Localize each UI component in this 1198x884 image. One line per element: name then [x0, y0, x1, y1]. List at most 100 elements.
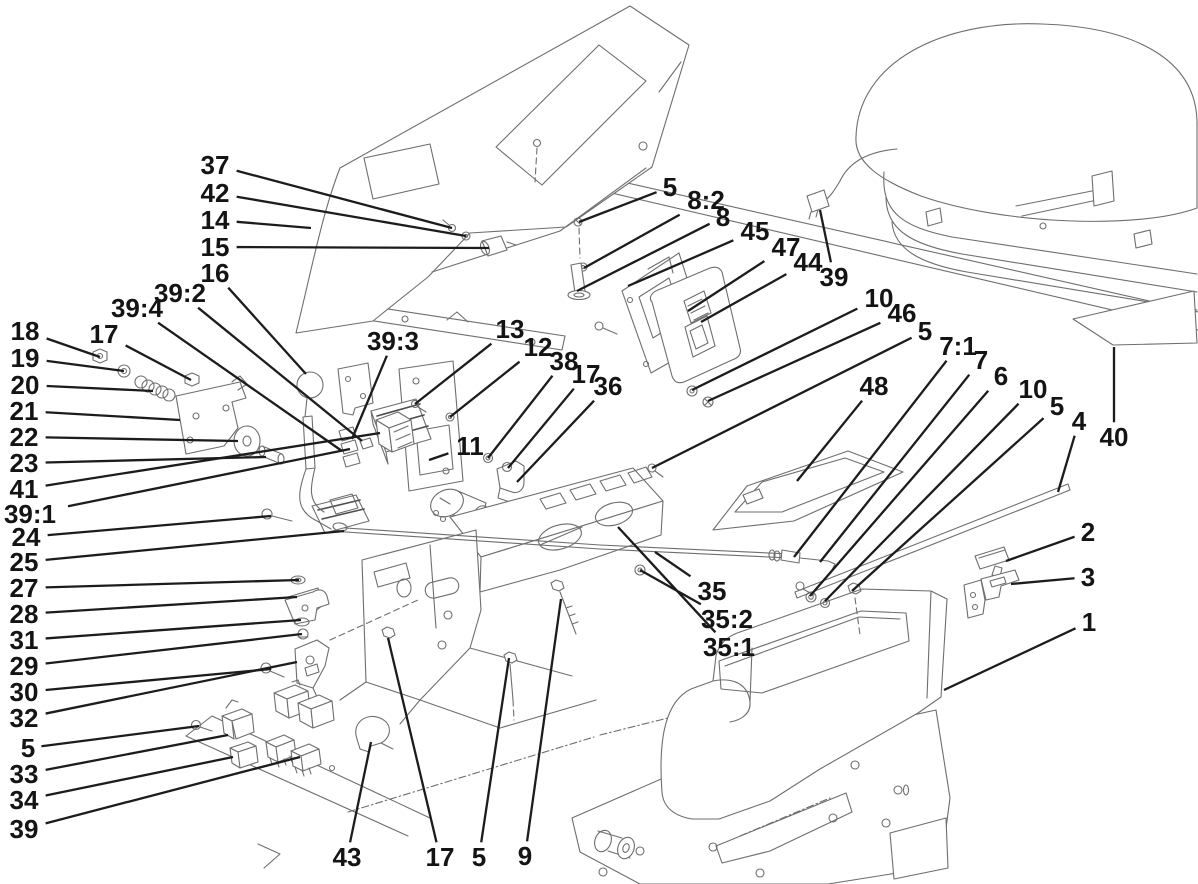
- callout-label-32-23: 32: [10, 703, 39, 733]
- callout-label-34-26: 34: [10, 785, 39, 815]
- leader-line-31-20: [45, 618, 302, 640]
- leader-line-36-33: [516, 399, 595, 483]
- callout-label-17-60: 17: [426, 842, 455, 872]
- callout-label-39-27: 39: [10, 814, 39, 844]
- leader-line-27-18: [45, 578, 300, 589]
- dash-top-panel: [449, 463, 664, 593]
- callout-label-41-14: 41: [10, 474, 39, 504]
- callout-label-11-34: 11: [456, 431, 484, 461]
- seat-harness-plug: [806, 189, 830, 213]
- leader-line-35-53: [654, 551, 692, 578]
- exploded-view-artwork: [92, 5, 1198, 884]
- callout-label-39-1-15: 39:1: [4, 499, 56, 529]
- callout-label-25-17: 25: [10, 547, 39, 577]
- console-body: [660, 588, 948, 820]
- leader-line-8-37: [576, 222, 711, 293]
- decal-panel: [1072, 290, 1198, 346]
- callout-label-45-38: 45: [741, 216, 770, 246]
- callout-label-39-41: 39: [820, 262, 849, 292]
- harness-bracket: [337, 362, 374, 416]
- callout-label-17-32: 17: [572, 359, 601, 389]
- leader-line-34-26: [45, 755, 234, 797]
- latch-bracket-group: [963, 546, 1020, 619]
- knob-15: [481, 235, 508, 257]
- leader-line-22-12: [45, 436, 239, 443]
- callout-label-5-24: 5: [21, 733, 35, 763]
- callout-label-12-30: 12: [524, 332, 553, 362]
- leader-line-23-13: [45, 455, 267, 464]
- leader-line-39-2-8: [197, 306, 363, 442]
- callout-label-42-1: 42: [201, 178, 230, 208]
- callout-label-7-1-45: 7:1: [939, 331, 977, 361]
- leader-line-1-58: [943, 627, 1077, 692]
- leader-line-11-34: [428, 452, 449, 462]
- callout-label-23-13: 23: [10, 448, 39, 478]
- leader-line-16-4: [227, 286, 307, 375]
- callout-label-10-48: 10: [1019, 374, 1048, 404]
- callout-label-46-43: 46: [888, 298, 917, 328]
- cable-clamp: [355, 715, 394, 753]
- callout-label-48-52: 48: [860, 371, 889, 401]
- callout-label-35-1-55: 35:1: [703, 632, 755, 662]
- leader-line-5-49: [851, 417, 1045, 592]
- leader-line-43-59: [348, 741, 373, 843]
- switch-plate-group: [337, 360, 464, 492]
- callout-label-43-59: 43: [333, 842, 362, 872]
- callout-label-28-19: 28: [10, 599, 39, 629]
- leader-line-46-43: [707, 321, 881, 403]
- leader-line-25-17: [45, 529, 345, 562]
- leader-line-5-35: [578, 191, 657, 224]
- leader-line-41-14: [45, 431, 381, 487]
- frame-roller: [594, 829, 612, 853]
- callout-label-13-29: 13: [496, 314, 525, 344]
- callout-label-16-4: 16: [201, 258, 230, 288]
- callout-label-27-18: 27: [10, 573, 39, 603]
- leader-line-3-57: [1010, 577, 1075, 586]
- callout-label-20-10: 20: [11, 370, 40, 400]
- leader-line-20-10: [46, 384, 154, 393]
- callout-label-5-44: 5: [918, 316, 932, 346]
- leader-line-13-29: [414, 342, 493, 405]
- leader-line-39-1-15: [67, 447, 351, 508]
- callout-label-39-4-7: 39:4: [111, 293, 164, 323]
- console-top-cover: [295, 5, 690, 334]
- fuse-holders: [338, 426, 361, 468]
- leader-line-39-41: [818, 209, 833, 263]
- loose-bolts: [381, 579, 579, 721]
- leader-line-5-61: [480, 657, 511, 843]
- leader-line-21-11: [45, 411, 181, 422]
- callout-label-9-62: 9: [518, 841, 532, 871]
- callout-label-5-49: 5: [1050, 391, 1064, 421]
- access-cover: [712, 450, 904, 531]
- leader-line-38-31: [487, 374, 554, 459]
- leader-line-35-1-55: [617, 526, 717, 634]
- frame-rails-left: [185, 715, 431, 869]
- leader-line-19-9: [46, 359, 125, 373]
- callout-label-36-33: 36: [594, 371, 623, 401]
- cable-screw: [261, 508, 273, 520]
- leader-line-8-2-36: [583, 213, 681, 270]
- leader-line-39-3-28: [350, 355, 388, 440]
- callout-label-18-5: 18: [11, 316, 40, 346]
- ecu-flange-screw: [702, 396, 714, 408]
- callout-label-40-51: 40: [1100, 422, 1129, 452]
- callout-label-35-53: 35: [698, 576, 727, 606]
- plate-screw: [410, 399, 420, 409]
- callout-label-3-57: 3: [1081, 562, 1095, 592]
- leader-line-5-24: [41, 724, 200, 748]
- callout-label-47-39: 47: [772, 232, 801, 262]
- callout-label-30-22: 30: [10, 677, 39, 707]
- leader-line-14-2: [236, 220, 312, 230]
- leader-line-39-4-7: [157, 321, 343, 452]
- leader-line-17-60: [386, 637, 438, 843]
- throttle-cable: [261, 493, 836, 576]
- leader-line-47-39: [687, 260, 765, 312]
- leader-line-37-0: [236, 169, 453, 230]
- callout-label-22-12: 22: [10, 422, 39, 452]
- leader-line-2-56: [1005, 535, 1075, 563]
- leader-line-35-2-54: [639, 568, 702, 606]
- callout-label-31-20: 31: [10, 625, 39, 655]
- leader-line-7-46: [819, 373, 971, 563]
